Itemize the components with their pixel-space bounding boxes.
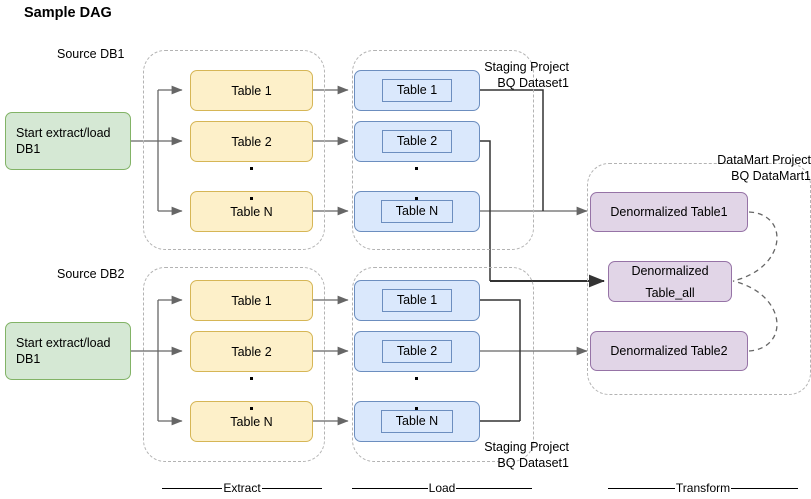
datamart-denormalized-table2-label: Denormalized Table2 bbox=[610, 344, 728, 358]
datamart-denormalized-table1-label: Denormalized Table1 bbox=[610, 205, 728, 219]
load-top-ellipsis bbox=[414, 167, 419, 200]
start-node-db2-label: Start extract/load DB1 bbox=[16, 336, 111, 366]
extract-top-table-2-label: Table 2 bbox=[231, 134, 272, 149]
load-bottom-ellipsis bbox=[414, 377, 419, 410]
start-node-db1[interactable]: Start extract/load DB1 bbox=[5, 112, 131, 170]
extract-bottom-table-1-label: Table 1 bbox=[231, 293, 272, 308]
datamart-table-all-line2: Table_all bbox=[645, 285, 695, 300]
caption-datamart-line2: BQ DataMart1 bbox=[731, 169, 811, 183]
phase-rule-right bbox=[456, 487, 533, 489]
caption-staging-bottom-line1: Staging Project bbox=[484, 440, 569, 454]
phase-rule-right bbox=[261, 487, 322, 489]
phase-rule-left bbox=[162, 487, 223, 489]
phase-label-transform: Transform bbox=[608, 481, 799, 495]
group-staging-bottom-load bbox=[352, 267, 534, 462]
load-bottom-table-n[interactable]: Table N bbox=[354, 401, 480, 442]
extract-bottom-table-2[interactable]: Table 2 bbox=[190, 331, 313, 372]
caption-staging-bottom-line2: BQ Dataset1 bbox=[497, 456, 569, 470]
load-top-table-n-label: Table N bbox=[380, 200, 454, 223]
phase-label-load: Load bbox=[352, 481, 533, 495]
extract-top-table-1[interactable]: Table 1 bbox=[190, 70, 313, 111]
load-bottom-table-2[interactable]: Table 2 bbox=[354, 331, 480, 372]
extract-top-table-1-label: Table 1 bbox=[231, 83, 272, 98]
extract-top-table-2[interactable]: Table 2 bbox=[190, 121, 313, 162]
extract-bottom-table-2-label: Table 2 bbox=[231, 344, 272, 359]
load-bottom-table-1-label: Table 1 bbox=[381, 289, 453, 312]
load-bottom-table-1[interactable]: Table 1 bbox=[354, 280, 480, 321]
phase-rule-left bbox=[608, 487, 675, 489]
datamart-table-all-line1: Denormalized bbox=[631, 263, 709, 278]
phase-rule-left bbox=[352, 487, 428, 489]
phase-transform-text: Transform bbox=[675, 481, 731, 495]
load-top-table-2[interactable]: Table 2 bbox=[354, 121, 480, 162]
load-top-table-2-label: Table 2 bbox=[381, 130, 453, 153]
phase-rule-right bbox=[731, 487, 799, 489]
load-bottom-table-2-label: Table 2 bbox=[381, 340, 453, 363]
caption-source-db1: Source DB1 bbox=[57, 47, 125, 61]
phase-load-text: Load bbox=[428, 481, 456, 495]
caption-staging-top-line2: BQ Dataset1 bbox=[497, 76, 569, 90]
load-top-table-1-label: Table 1 bbox=[381, 79, 453, 102]
start-node-db2[interactable]: Start extract/load DB1 bbox=[5, 322, 131, 380]
extract-bottom-table-1[interactable]: Table 1 bbox=[190, 280, 313, 321]
page-title: Sample DAG bbox=[24, 5, 112, 21]
extract-top-ellipsis bbox=[249, 167, 254, 200]
extract-bottom-ellipsis bbox=[249, 377, 254, 410]
load-top-table-1[interactable]: Table 1 bbox=[354, 70, 480, 111]
caption-datamart-line1: DataMart Project bbox=[717, 153, 811, 167]
caption-source-db2: Source DB2 bbox=[57, 267, 125, 281]
group-source-db1-extract bbox=[143, 50, 325, 250]
group-source-db2-extract bbox=[143, 267, 325, 462]
phase-extract-text: Extract bbox=[223, 481, 261, 495]
datamart-denormalized-table-all-labels: Denormalized Table_all bbox=[609, 263, 731, 301]
load-bottom-table-n-label: Table N bbox=[380, 410, 454, 433]
datamart-denormalized-table2[interactable]: Denormalized Table2 bbox=[590, 331, 748, 371]
start-node-db1-label: Start extract/load DB1 bbox=[16, 126, 111, 156]
phase-label-extract: Extract bbox=[162, 481, 322, 495]
datamart-denormalized-table-all[interactable]: Denormalized Table_all bbox=[608, 261, 732, 302]
extract-bottom-table-n-label: Table N bbox=[230, 414, 273, 429]
caption-staging-top-line1: Staging Project bbox=[484, 60, 569, 74]
datamart-denormalized-table1[interactable]: Denormalized Table1 bbox=[590, 192, 748, 232]
extract-top-table-n-label: Table N bbox=[230, 204, 273, 219]
